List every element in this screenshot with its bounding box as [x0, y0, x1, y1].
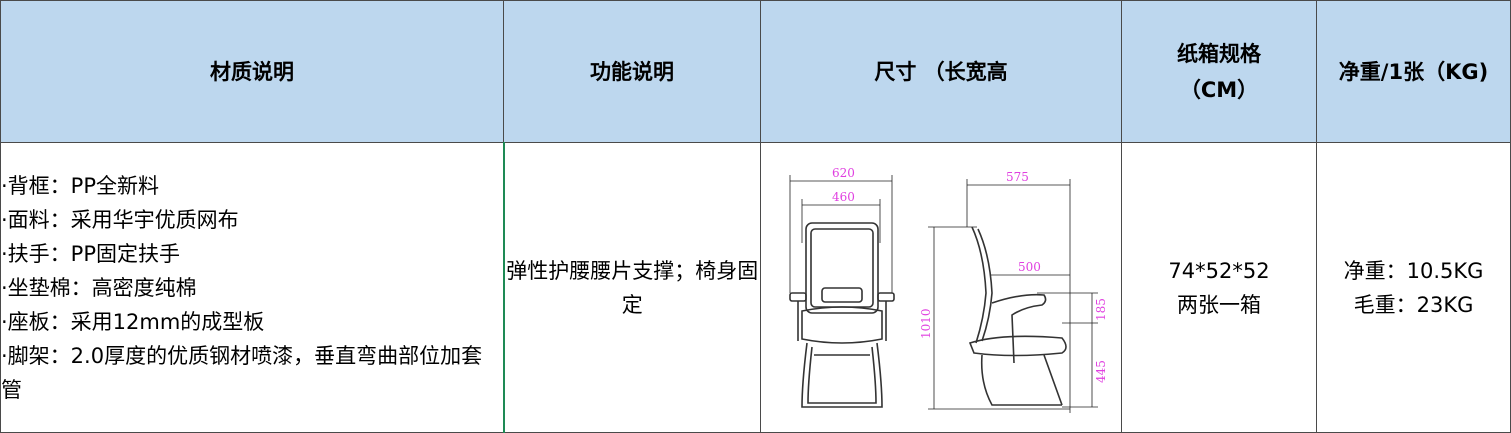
- size-cell: 620 460: [760, 142, 1122, 433]
- material-line: ·座板：采用12mm的成型板: [1, 309, 265, 334]
- table-row: ·背框：PP全新料 ·面料：采用华宇优质网布 ·扶手：PP固定扶手 ·坐垫棉：高…: [0, 142, 1511, 433]
- dim-arm-height: 185: [1094, 298, 1108, 321]
- material-cell: ·背框：PP全新料 ·面料：采用华宇优质网布 ·扶手：PP固定扶手 ·坐垫棉：高…: [0, 142, 505, 433]
- header-material: 材质说明: [0, 0, 504, 143]
- material-line: ·脚架：2.0厚度的优质钢材喷漆，垂直弯曲部位加套管: [1, 343, 483, 402]
- dim-back-width: 460: [832, 190, 855, 204]
- front-view: 620 460: [788, 166, 895, 408]
- dim-front-width: 620: [832, 166, 855, 180]
- carton-cell: 74*52*52 两张一箱: [1121, 142, 1317, 433]
- dim-height: 1010: [919, 308, 933, 339]
- header-carton-line1: 纸箱规格: [1177, 41, 1261, 66]
- header-carton: 纸箱规格 （CM）: [1121, 0, 1317, 143]
- dim-seat-depth: 500: [1018, 260, 1041, 274]
- weight-net: 净重：10.5KG: [1343, 258, 1484, 283]
- material-line: ·扶手：PP固定扶手: [1, 241, 181, 266]
- function-text: 弹性护腰腰片支撑；椅身固定: [506, 258, 759, 317]
- carton-pack: 两张一箱: [1177, 292, 1261, 317]
- material-line: ·背框：PP全新料: [1, 173, 160, 198]
- weight-gross: 毛重：23KG: [1353, 292, 1474, 317]
- dim-depth: 575: [1006, 170, 1029, 184]
- material-line: ·面料：采用华宇优质网布: [1, 207, 239, 232]
- function-cell: 弹性护腰腰片支撑；椅身固定: [503, 142, 761, 433]
- side-view: 575 1010 500 185: [919, 170, 1108, 413]
- chair-dimension-drawing: 620 460: [788, 166, 1108, 413]
- header-weight: 净重/1张（KG): [1316, 0, 1511, 143]
- header-size: 尺寸 （长宽高: [760, 0, 1122, 143]
- header-row: 材质说明 功能说明 尺寸 （长宽高 纸箱规格 （CM） 净重/1张（KG): [0, 0, 1511, 143]
- weight-cell: 净重：10.5KG 毛重：23KG: [1316, 142, 1511, 433]
- header-carton-line2: （CM）: [1179, 77, 1259, 102]
- carton-size: 74*52*52: [1168, 258, 1270, 283]
- header-function: 功能说明: [503, 0, 761, 143]
- dim-seat-height: 445: [1094, 360, 1108, 383]
- material-line: ·坐垫棉：高密度纯棉: [1, 275, 197, 300]
